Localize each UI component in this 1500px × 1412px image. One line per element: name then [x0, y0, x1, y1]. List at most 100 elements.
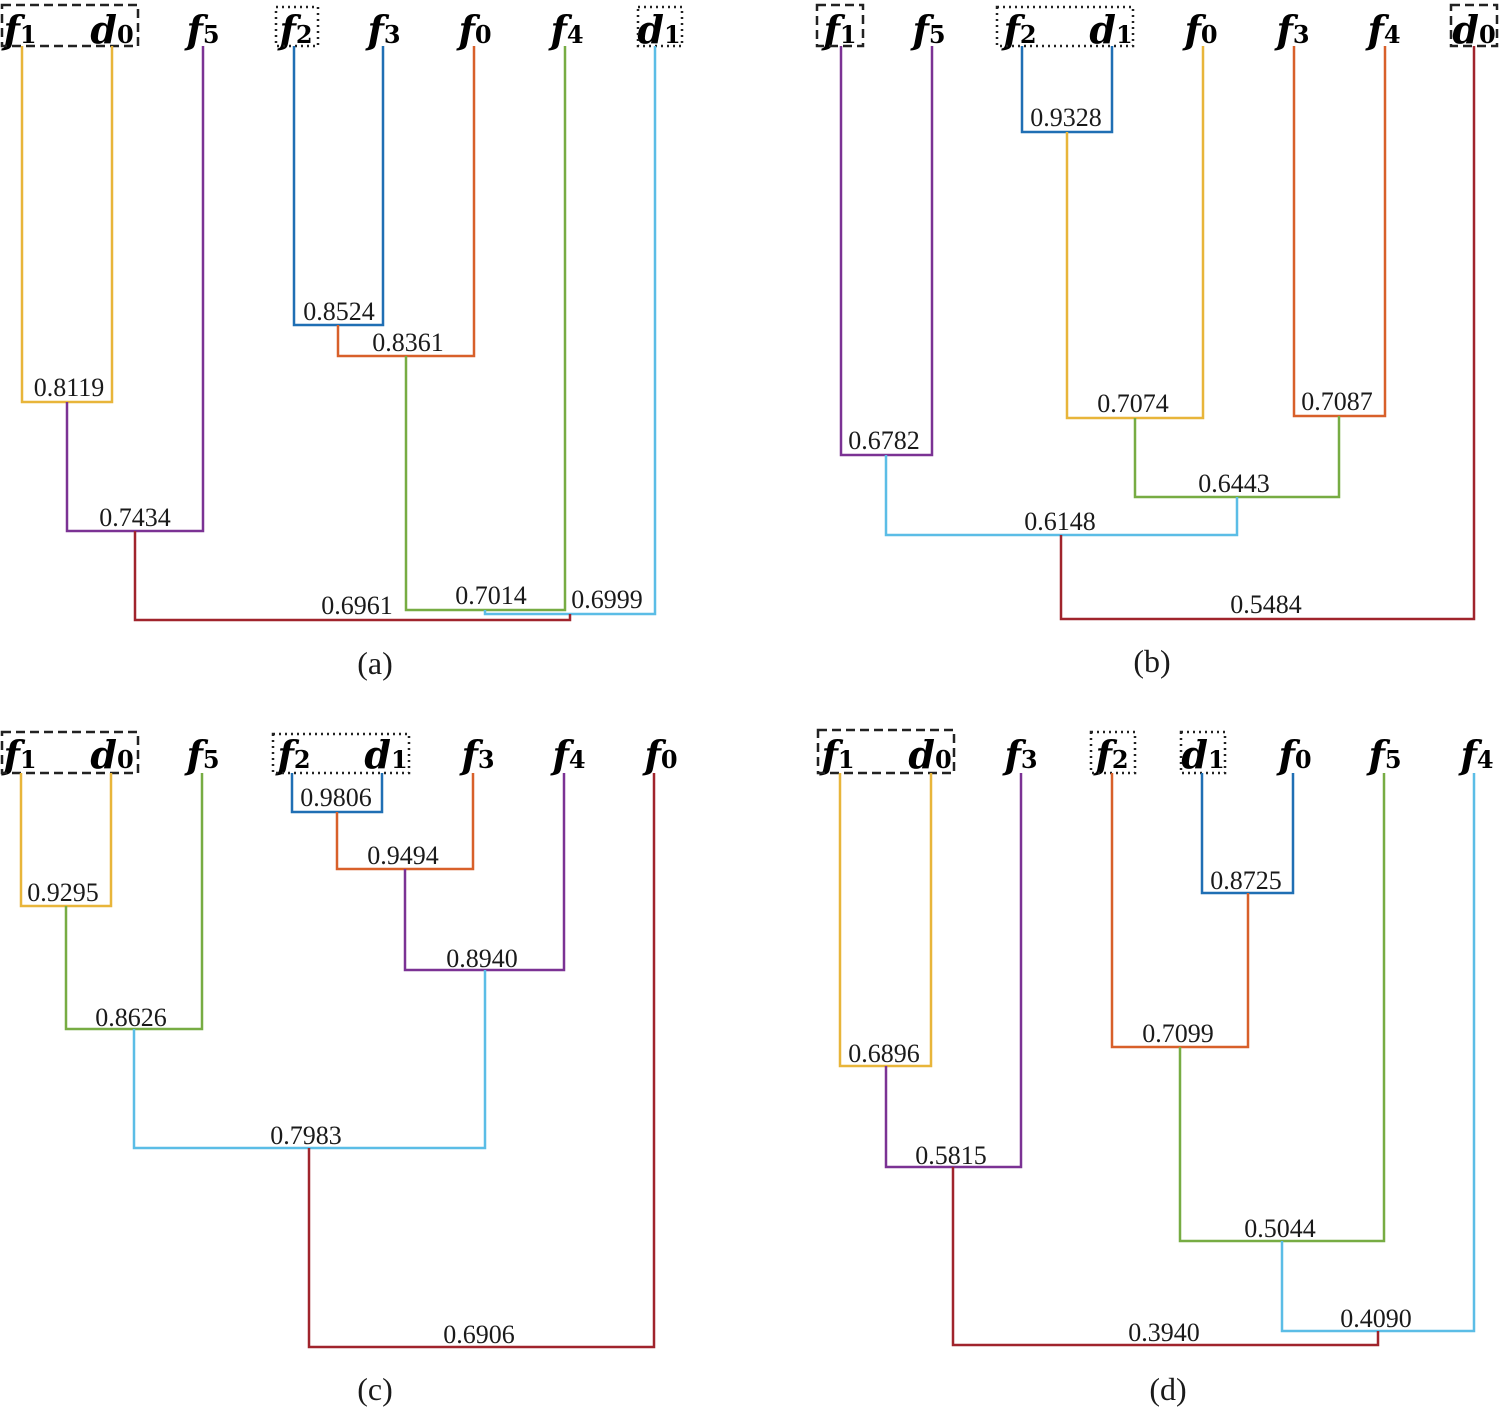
leaf-label: f0: [1275, 732, 1311, 777]
merge-value-label: 0.9494: [367, 841, 439, 870]
dashed-group-box: [0, 3, 140, 48]
dendrogram-links: [19, 773, 656, 1349]
leaf-label: d0: [90, 7, 133, 52]
leaf-label: f2: [1092, 732, 1128, 777]
merge-value-label: 0.8626: [95, 1003, 167, 1032]
dashed-group-box: [1449, 3, 1499, 48]
merge-link: [483, 46, 657, 616]
leaf-label: d0: [90, 732, 133, 777]
dotted-group-box: [274, 5, 320, 48]
merge-link: [65, 46, 205, 533]
leaf-label: f5: [183, 7, 219, 52]
merge-value-label: 0.4090: [1340, 1304, 1412, 1333]
merge-labels: 0.9328 0.7087 0.7074 0.6782 0.6443 0.614…: [848, 103, 1373, 619]
merge-value-label: 0.8940: [446, 944, 518, 973]
leaf-label: f3: [458, 732, 494, 777]
leaf-label: f5: [909, 7, 945, 52]
merge-value-label: 0.5044: [1244, 1214, 1316, 1243]
leaf-label: f4: [1364, 7, 1400, 52]
merge-link: [838, 773, 933, 1068]
leaf-label: f0: [455, 7, 491, 52]
merge-value-label: 0.7434: [99, 503, 171, 532]
dashed-group-box: [815, 3, 865, 48]
leaf-label: d0: [1452, 7, 1495, 52]
dendrogram-links: [838, 773, 1476, 1347]
merge-link: [839, 46, 934, 457]
leaf-label: d0: [908, 732, 951, 777]
merge-link: [20, 46, 114, 404]
leaf-label: f3: [364, 7, 400, 52]
merge-link: [133, 531, 572, 622]
merge-value-label: 0.6896: [848, 1039, 920, 1068]
merge-value-label: 0.6906: [443, 1320, 515, 1349]
dotted-group-box: [995, 5, 1135, 48]
merge-link: [1292, 46, 1387, 418]
merge-link: [1178, 773, 1386, 1243]
dashed-group-box: [816, 728, 956, 775]
merge-value-label: 0.9806: [300, 783, 372, 812]
panel-caption: (a): [357, 645, 393, 681]
merge-link: [292, 46, 385, 327]
merge-value-label: 0.6782: [848, 426, 920, 455]
leaf-group-boxes: [815, 3, 1499, 48]
leaf-label: f5: [183, 732, 219, 777]
dotted-group-box: [271, 732, 411, 775]
leaf-labels: f1 d0 f3 f2 d1 f0 f5 f4: [818, 732, 1493, 777]
leaf-group-boxes: [0, 730, 411, 775]
leaf-label: f5: [1365, 732, 1401, 777]
merge-labels: 0.8725 0.7099 0.6896 0.5815 0.5044 0.409…: [848, 866, 1412, 1347]
merge-value-label: 0.8361: [372, 328, 444, 357]
leaf-labels: f1 d0 f5 f2 d1 f3 f4 f0: [0, 732, 677, 777]
leaf-label: f2: [274, 732, 310, 777]
merge-link: [951, 1167, 1380, 1347]
merge-value-label: 0.8725: [1210, 866, 1282, 895]
leaf-group-boxes: [0, 3, 684, 48]
panel-caption: (d): [1149, 1371, 1186, 1407]
merge-link: [1110, 773, 1250, 1049]
leaf-label: d1: [364, 732, 407, 777]
merge-labels: 0.9806 0.9494 0.9295 0.8940 0.8626 0.798…: [27, 783, 518, 1349]
leaf-label: d1: [637, 7, 680, 52]
merge-value-label: 0.7983: [270, 1121, 342, 1150]
merge-link: [1065, 46, 1205, 420]
merge-value-label: 0.7014: [455, 581, 527, 610]
leaf-labels: f1 d0 f5 f2 f3 f0 f4 d1: [0, 7, 680, 52]
dendrogram-links: [839, 46, 1476, 621]
leaf-label: d1: [1089, 7, 1132, 52]
merge-value-label: 0.5815: [915, 1141, 987, 1170]
merge-value-label: 0.7087: [1301, 387, 1373, 416]
leaf-label: d1: [1181, 732, 1224, 777]
merge-value-label: 0.3940: [1128, 1318, 1200, 1347]
dashed-group-box: [0, 730, 140, 775]
leaf-label: f4: [549, 732, 585, 777]
merge-link: [403, 773, 566, 972]
merge-value-label: 0.8119: [34, 373, 105, 402]
leaf-label: f3: [1001, 732, 1037, 777]
merge-link: [307, 773, 656, 1349]
leaf-group-boxes: [816, 728, 1227, 775]
leaf-label: f2: [1000, 7, 1036, 52]
leaf-label: f1: [0, 732, 36, 777]
merge-value-label: 0.7099: [1142, 1019, 1214, 1048]
merge-link: [1059, 46, 1476, 621]
merge-link: [884, 773, 1023, 1169]
leaf-labels: f1 f5 f2 d1 f0 f3 f4 d0: [820, 7, 1495, 52]
leaf-label: f1: [818, 732, 854, 777]
leaf-label: f4: [547, 7, 583, 52]
merge-value-label: 0.5484: [1230, 590, 1302, 619]
merge-value-label: 0.6999: [571, 585, 643, 614]
dendrogram-panel-d: f1 d0 f3 f2 d1 f0 f5 f4 0.8725 0.7099 0.: [816, 728, 1494, 1407]
dendrogram-panel-b: f1 f5 f2 d1 f0 f3 f4 d0 0.9328 0.7087 0.: [815, 3, 1499, 679]
leaf-label: f4: [1457, 732, 1493, 777]
merge-value-label: 0.6961: [321, 591, 393, 620]
merge-value-label: 0.8524: [303, 297, 375, 326]
merge-value-label: 0.7074: [1097, 389, 1169, 418]
dendrogram-links: [20, 46, 657, 622]
leaf-label: f3: [1273, 7, 1309, 52]
leaf-label: f0: [641, 732, 677, 777]
dendrogram-panel-a: f1 d0 f5 f2 f3 f0 f4 d1 0.8524 0.8361 0.: [0, 3, 684, 681]
leaf-label: f0: [1181, 7, 1217, 52]
merge-link: [1280, 773, 1476, 1333]
merge-value-label: 0.6443: [1198, 469, 1270, 498]
